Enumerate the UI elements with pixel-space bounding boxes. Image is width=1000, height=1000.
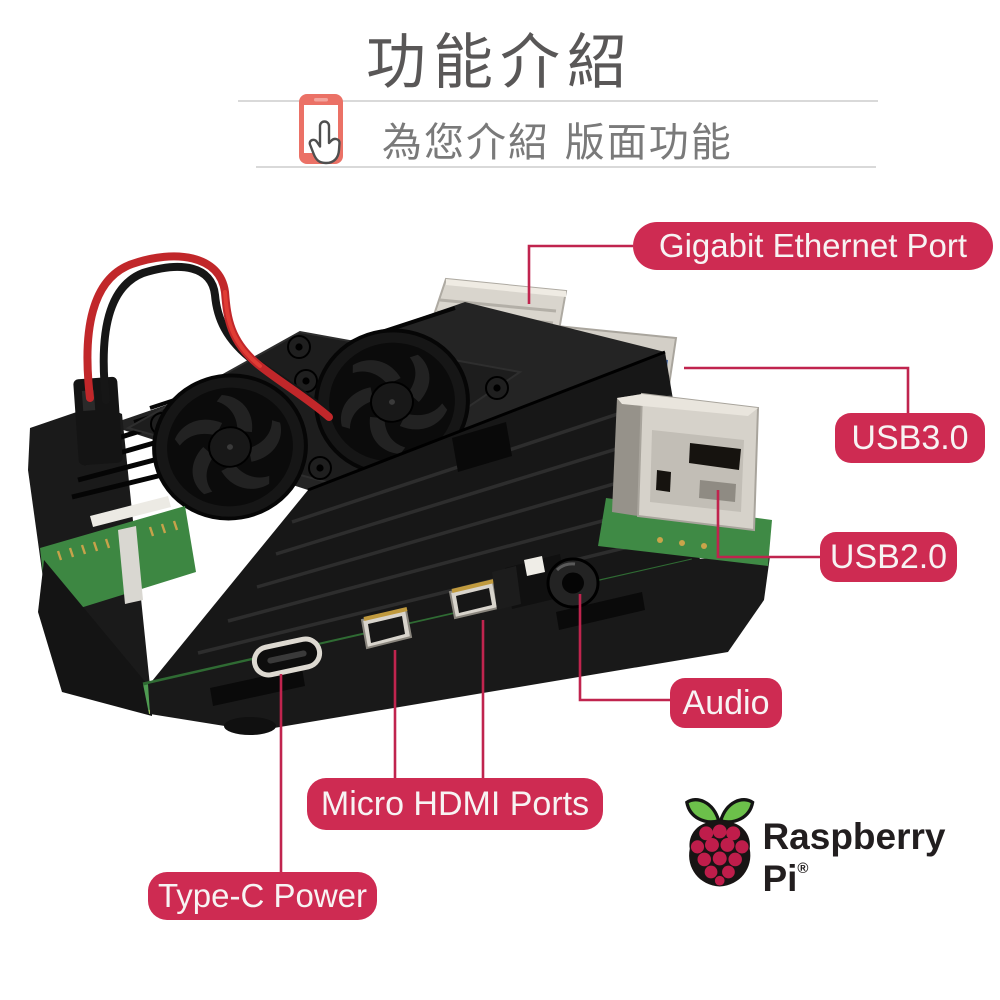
brand-name: Raspberry Pi® [762, 816, 946, 899]
raspberry-pi-logo-icon [685, 798, 755, 887]
divider-bottom [256, 166, 876, 168]
callout-lines [279, 244, 910, 872]
callout-usb3: USB3.0 [835, 413, 985, 463]
callout-audio: Audio [670, 678, 782, 728]
callout-ethernet: Gigabit Ethernet Port [633, 222, 993, 270]
cooling-fan-left [152, 373, 308, 521]
micro-hdmi-port-2 [448, 579, 500, 620]
line-audio [578, 594, 670, 702]
brand-logo: Raspberry Pi® [683, 790, 1000, 900]
hand-pointer-icon [308, 120, 341, 165]
audio-jack [492, 554, 600, 610]
page-title: 功能介紹 [366, 28, 634, 98]
registered-mark: ® [797, 860, 809, 877]
line-usb3 [684, 366, 910, 413]
micro-hdmi-port-1 [360, 607, 413, 650]
divider-top [238, 100, 878, 102]
cooling-fan-right [314, 328, 470, 476]
line-ethernet [527, 244, 633, 304]
fan-wires [73, 252, 333, 466]
case-front-face [148, 352, 700, 686]
usb-c-power-port [251, 636, 323, 678]
callout-usb2: USB2.0 [820, 532, 957, 582]
gpio-pcb-edge [40, 496, 196, 618]
usb2-port [612, 392, 760, 532]
phone-touch-icon [299, 94, 343, 165]
subtitle: 為您介紹 版面功能 [382, 120, 733, 166]
line-usb2 [716, 490, 820, 559]
callout-typec: Type-C Power [148, 872, 377, 920]
callout-hdmi: Micro HDMI Ports [307, 778, 603, 830]
